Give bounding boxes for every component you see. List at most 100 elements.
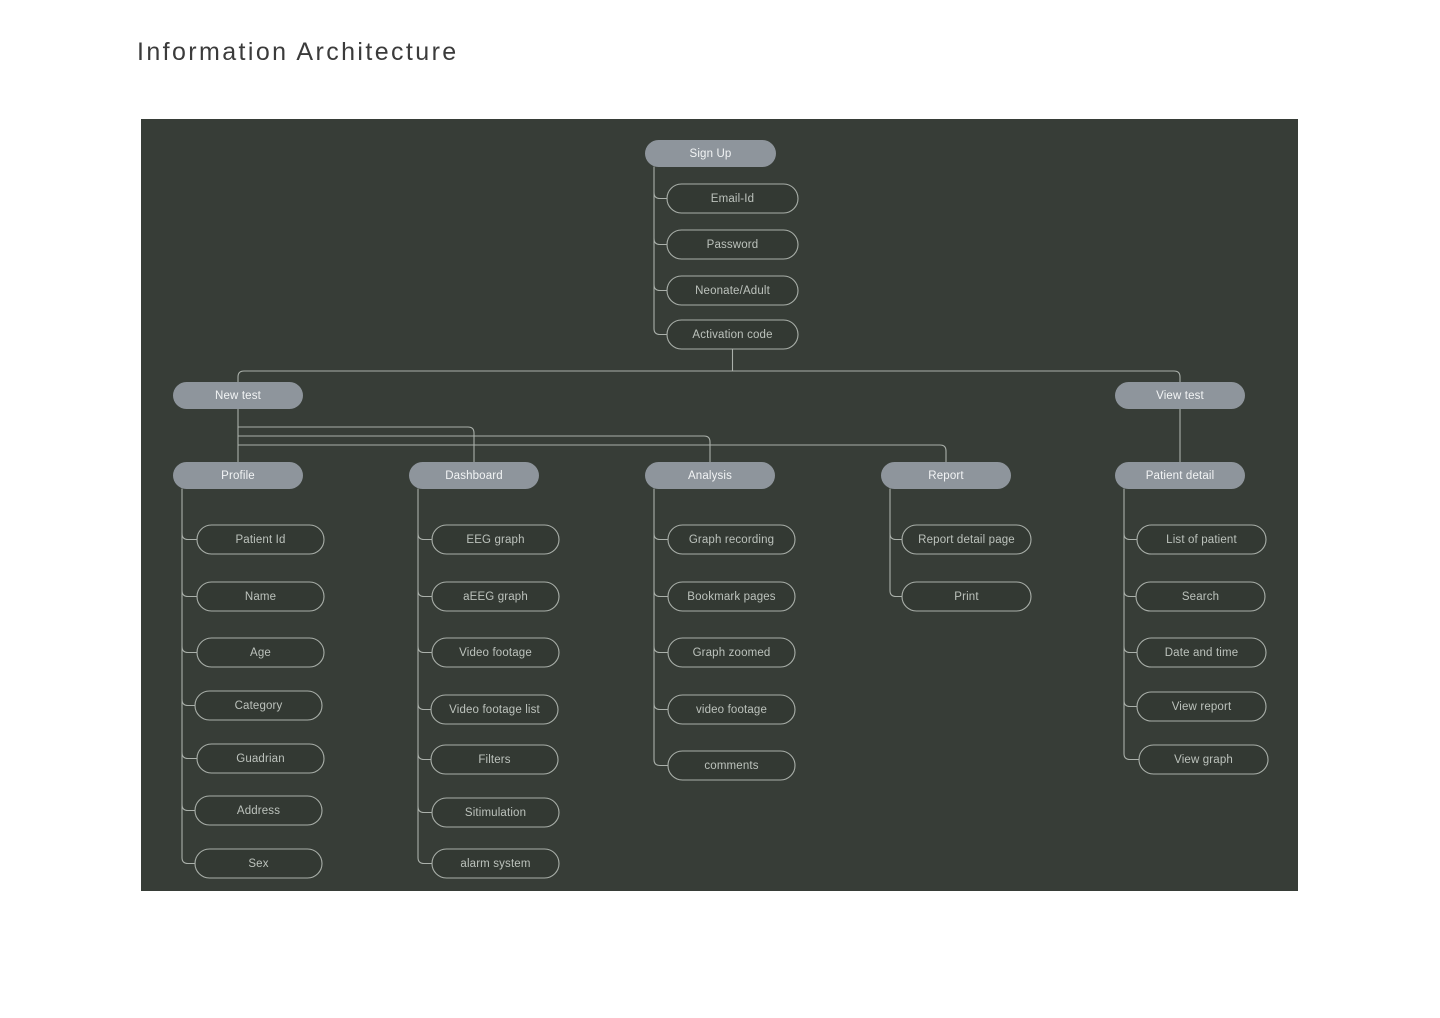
node-shape-comments[interactable] xyxy=(667,750,796,781)
node-shape-new-test[interactable] xyxy=(173,382,303,409)
node-filters[interactable]: Filters xyxy=(430,744,559,775)
node-shape-graph-zoomed[interactable] xyxy=(667,637,796,668)
connector-dashboard-child-4 xyxy=(417,752,432,761)
connector-dashboard-child-5 xyxy=(417,805,433,814)
node-shape-password[interactable] xyxy=(666,229,799,260)
node-shape-sex[interactable] xyxy=(194,848,323,879)
node-shape-age[interactable] xyxy=(196,637,325,668)
connector-dashboard-child-3 xyxy=(417,702,432,711)
node-patient-detail[interactable]: Patient detail xyxy=(1115,462,1245,489)
node-address[interactable]: Address xyxy=(194,795,323,826)
node-shape-view-graph[interactable] xyxy=(1138,744,1269,775)
page-title: Information Architecture xyxy=(137,38,459,66)
connector-signup-spine xyxy=(653,166,668,336)
connector-profile-spine xyxy=(181,488,196,865)
node-graph-zoomed[interactable]: Graph zoomed xyxy=(667,637,796,668)
node-sign-up[interactable]: Sign Up xyxy=(645,140,776,167)
node-guadrian[interactable]: Guadrian xyxy=(196,743,325,774)
node-name[interactable]: Name xyxy=(196,581,325,612)
node-shape-filters[interactable] xyxy=(430,744,559,775)
node-aeeg-graph[interactable]: aEEG graph xyxy=(431,581,560,612)
node-email-id[interactable]: Email-Id xyxy=(666,183,799,214)
node-list-of-patient[interactable]: List of patient xyxy=(1136,524,1267,555)
node-report[interactable]: Report xyxy=(881,462,1011,489)
node-shape-patient-id[interactable] xyxy=(196,524,325,555)
node-shape-view-report[interactable] xyxy=(1136,691,1267,722)
node-shape-email-id[interactable] xyxy=(666,183,799,214)
node-shape-report[interactable] xyxy=(881,462,1011,489)
connector-profile-child-2 xyxy=(181,645,198,654)
node-print[interactable]: Print xyxy=(901,581,1032,612)
node-new-test[interactable]: New test xyxy=(173,382,303,409)
node-view-test[interactable]: View test xyxy=(1115,382,1245,409)
node-video-footage-2[interactable]: video footage xyxy=(667,694,796,725)
node-neonate-adult[interactable]: Neonate/Adult xyxy=(666,275,799,306)
node-shape-eeg-graph[interactable] xyxy=(431,524,560,555)
node-shape-search[interactable] xyxy=(1135,581,1266,612)
connector-analysis-child-3 xyxy=(653,702,669,711)
node-search[interactable]: Search xyxy=(1135,581,1266,612)
node-report-detail-page[interactable]: Report detail page xyxy=(901,524,1032,555)
node-shape-video-footage-list[interactable] xyxy=(430,694,559,725)
node-shape-aeeg-graph[interactable] xyxy=(431,581,560,612)
connector-report-spine xyxy=(889,488,903,598)
node-video-footage-list[interactable]: Video footage list xyxy=(430,694,559,725)
information-architecture-tree: Sign Up Email-IdPasswordNeonate/AdultActi… xyxy=(173,140,1269,879)
connector-newtest-branch-0 xyxy=(237,426,475,463)
connector-signup-child-1 xyxy=(653,237,668,246)
node-shape-video-footage[interactable] xyxy=(431,637,560,668)
node-shape-alarm-system[interactable] xyxy=(431,848,560,879)
node-shape-patient-detail[interactable] xyxy=(1115,462,1245,489)
node-profile[interactable]: Profile xyxy=(173,462,303,489)
node-shape-neonate-adult[interactable] xyxy=(666,275,799,306)
node-view-graph[interactable]: View graph xyxy=(1138,744,1269,775)
node-shape-sign-up[interactable] xyxy=(645,140,776,167)
node-age[interactable]: Age xyxy=(196,637,325,668)
node-activation-code[interactable]: Activation code xyxy=(666,319,799,350)
node-graph-recording[interactable]: Graph recording xyxy=(667,524,796,555)
node-patient-id[interactable]: Patient Id xyxy=(196,524,325,555)
connector-analysis-child-1 xyxy=(653,589,669,598)
node-shape-analysis[interactable] xyxy=(645,462,775,489)
node-comments[interactable]: comments xyxy=(667,750,796,781)
connector-toplevel-bus xyxy=(237,370,1181,383)
node-shape-sitimulation[interactable] xyxy=(431,797,560,828)
node-video-footage[interactable]: Video footage xyxy=(431,637,560,668)
node-category[interactable]: Category xyxy=(194,690,323,721)
node-analysis[interactable]: Analysis xyxy=(645,462,775,489)
node-shape-video-footage-2[interactable] xyxy=(667,694,796,725)
node-shape-bookmark-pages[interactable] xyxy=(667,581,796,612)
connector-patient-detail-child-1 xyxy=(1123,589,1137,598)
node-view-report[interactable]: View report xyxy=(1136,691,1267,722)
node-sitimulation[interactable]: Sitimulation xyxy=(431,797,560,828)
node-shape-graph-recording[interactable] xyxy=(667,524,796,555)
connector-dashboard-child-0 xyxy=(417,532,433,541)
node-dashboard[interactable]: Dashboard xyxy=(409,462,539,489)
node-shape-view-test[interactable] xyxy=(1115,382,1245,409)
connector-dashboard-spine xyxy=(417,488,433,865)
node-eeg-graph[interactable]: EEG graph xyxy=(431,524,560,555)
node-shape-address[interactable] xyxy=(194,795,323,826)
connector-layer xyxy=(181,166,1181,865)
node-shape-profile[interactable] xyxy=(173,462,303,489)
node-shape-report-detail-page[interactable] xyxy=(901,524,1032,555)
node-date-and-time[interactable]: Date and time xyxy=(1136,637,1267,668)
connector-profile-child-3 xyxy=(181,698,196,707)
node-alarm-system[interactable]: alarm system xyxy=(431,848,560,879)
node-bookmark-pages[interactable]: Bookmark pages xyxy=(667,581,796,612)
node-shape-print[interactable] xyxy=(901,581,1032,612)
node-password[interactable]: Password xyxy=(666,229,799,260)
node-shape-activation-code[interactable] xyxy=(666,319,799,350)
node-layer: Sign Up Email-IdPasswordNeonate/AdultActi… xyxy=(173,140,1269,879)
node-shape-list-of-patient[interactable] xyxy=(1136,524,1267,555)
connector-profile-child-1 xyxy=(181,589,198,598)
node-shape-date-and-time[interactable] xyxy=(1136,637,1267,668)
node-shape-category[interactable] xyxy=(194,690,323,721)
node-shape-dashboard[interactable] xyxy=(409,462,539,489)
node-sex[interactable]: Sex xyxy=(194,848,323,879)
node-shape-guadrian[interactable] xyxy=(196,743,325,774)
node-shape-name[interactable] xyxy=(196,581,325,612)
connector-dashboard-child-1 xyxy=(417,589,433,598)
connector-analysis-child-0 xyxy=(653,532,669,541)
